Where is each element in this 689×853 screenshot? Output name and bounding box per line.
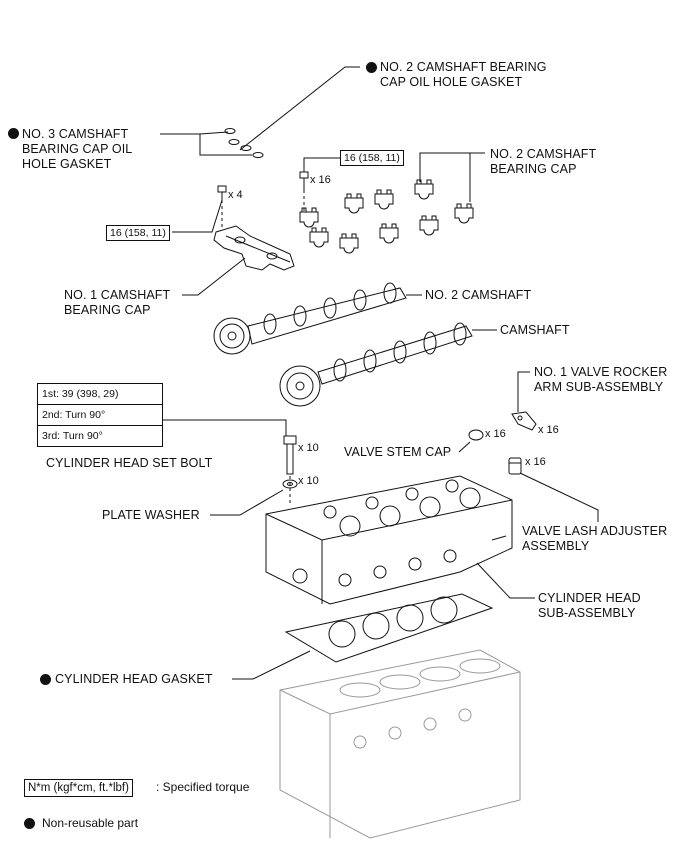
torque-head-bolt-table: 1st: 39 (398, 29) 2nd: Turn 90° 3rd: Tur… bbox=[37, 383, 163, 447]
label-no2-oil-hole-gasket: NO. 2 CAMSHAFT BEARING CAP OIL HOLE GASK… bbox=[380, 60, 547, 89]
legend-torque-unit: N*m (kgf*cm, ft.*lbf) bbox=[24, 779, 133, 797]
qty-head-bolt: x 10 bbox=[298, 442, 319, 454]
torque-no1-cap-bolt: 16 (158, 11) bbox=[106, 225, 170, 241]
qty-no1-cap-bolts: x 4 bbox=[228, 189, 243, 201]
no1-bearing-cap bbox=[213, 225, 295, 271]
label-no3-oil-hole-gasket: NO. 3 CAMSHAFT BEARING CAP OIL HOLE GASK… bbox=[22, 127, 133, 171]
qty-rocker-arm: x 16 bbox=[538, 424, 559, 436]
head-set-bolt-shape bbox=[283, 435, 297, 475]
qty-stem-cap: x 16 bbox=[485, 428, 506, 440]
torque-step-2: 2nd: Turn 90° bbox=[38, 405, 162, 426]
qty-lash-adjuster: x 16 bbox=[525, 456, 546, 468]
label-no1-bearing-cap: NO. 1 CAMSHAFT BEARING CAP bbox=[64, 288, 171, 317]
label-no1-rocker-arm: NO. 1 VALVE ROCKER ARM SUB-ASSEMBLY bbox=[534, 365, 668, 394]
legend-torque-desc: : Specified torque bbox=[156, 780, 250, 794]
cylinder-block bbox=[279, 649, 521, 839]
valve-stem-cap-shape bbox=[468, 429, 484, 441]
label-no2-bearing-cap: NO. 2 CAMSHAFT BEARING CAP bbox=[490, 147, 597, 176]
label-cylinder-head: CYLINDER HEAD SUB-ASSEMBLY bbox=[538, 591, 641, 620]
oil-hole-gaskets bbox=[224, 128, 264, 158]
non-reusable-dot bbox=[8, 128, 19, 139]
label-lash-adjuster: VALVE LASH ADJUSTER ASSEMBLY bbox=[522, 524, 668, 553]
qty-no2-cap-bolts: x 16 bbox=[310, 174, 331, 186]
plate-washer-shape bbox=[282, 479, 298, 489]
qty-washer: x 10 bbox=[298, 475, 319, 487]
label-valve-stem-cap: VALVE STEM CAP bbox=[344, 445, 452, 459]
rocker-arm-shape bbox=[511, 411, 537, 431]
torque-step-3: 3rd: Turn 90° bbox=[42, 430, 103, 442]
label-plate-washer: PLATE WASHER bbox=[102, 508, 200, 522]
label-no2-camshaft: NO. 2 CAMSHAFT bbox=[425, 288, 532, 302]
label-camshaft: CAMSHAFT bbox=[500, 323, 570, 337]
legend-non-reusable-dot bbox=[24, 818, 35, 829]
camshaft bbox=[279, 322, 473, 407]
non-reusable-dot bbox=[40, 674, 51, 685]
lash-adjuster-shape bbox=[508, 457, 522, 475]
no2-camshaft bbox=[213, 282, 407, 355]
non-reusable-dot bbox=[366, 62, 377, 73]
leader-lines bbox=[160, 66, 599, 680]
label-head-gasket: CYLINDER HEAD GASKET bbox=[55, 672, 213, 686]
legend-non-reusable: Non-reusable part bbox=[42, 816, 139, 830]
torque-no2-cap-bolt: 16 (158, 11) bbox=[340, 150, 404, 166]
torque-step-1: 1st: 39 (398, 29) bbox=[38, 384, 162, 405]
label-head-set-bolt: CYLINDER HEAD SET BOLT bbox=[46, 456, 213, 470]
no2-bearing-caps bbox=[299, 179, 474, 254]
cylinder-head bbox=[265, 475, 513, 605]
cap-bolts bbox=[217, 171, 309, 200]
head-gasket-shape bbox=[284, 593, 494, 663]
